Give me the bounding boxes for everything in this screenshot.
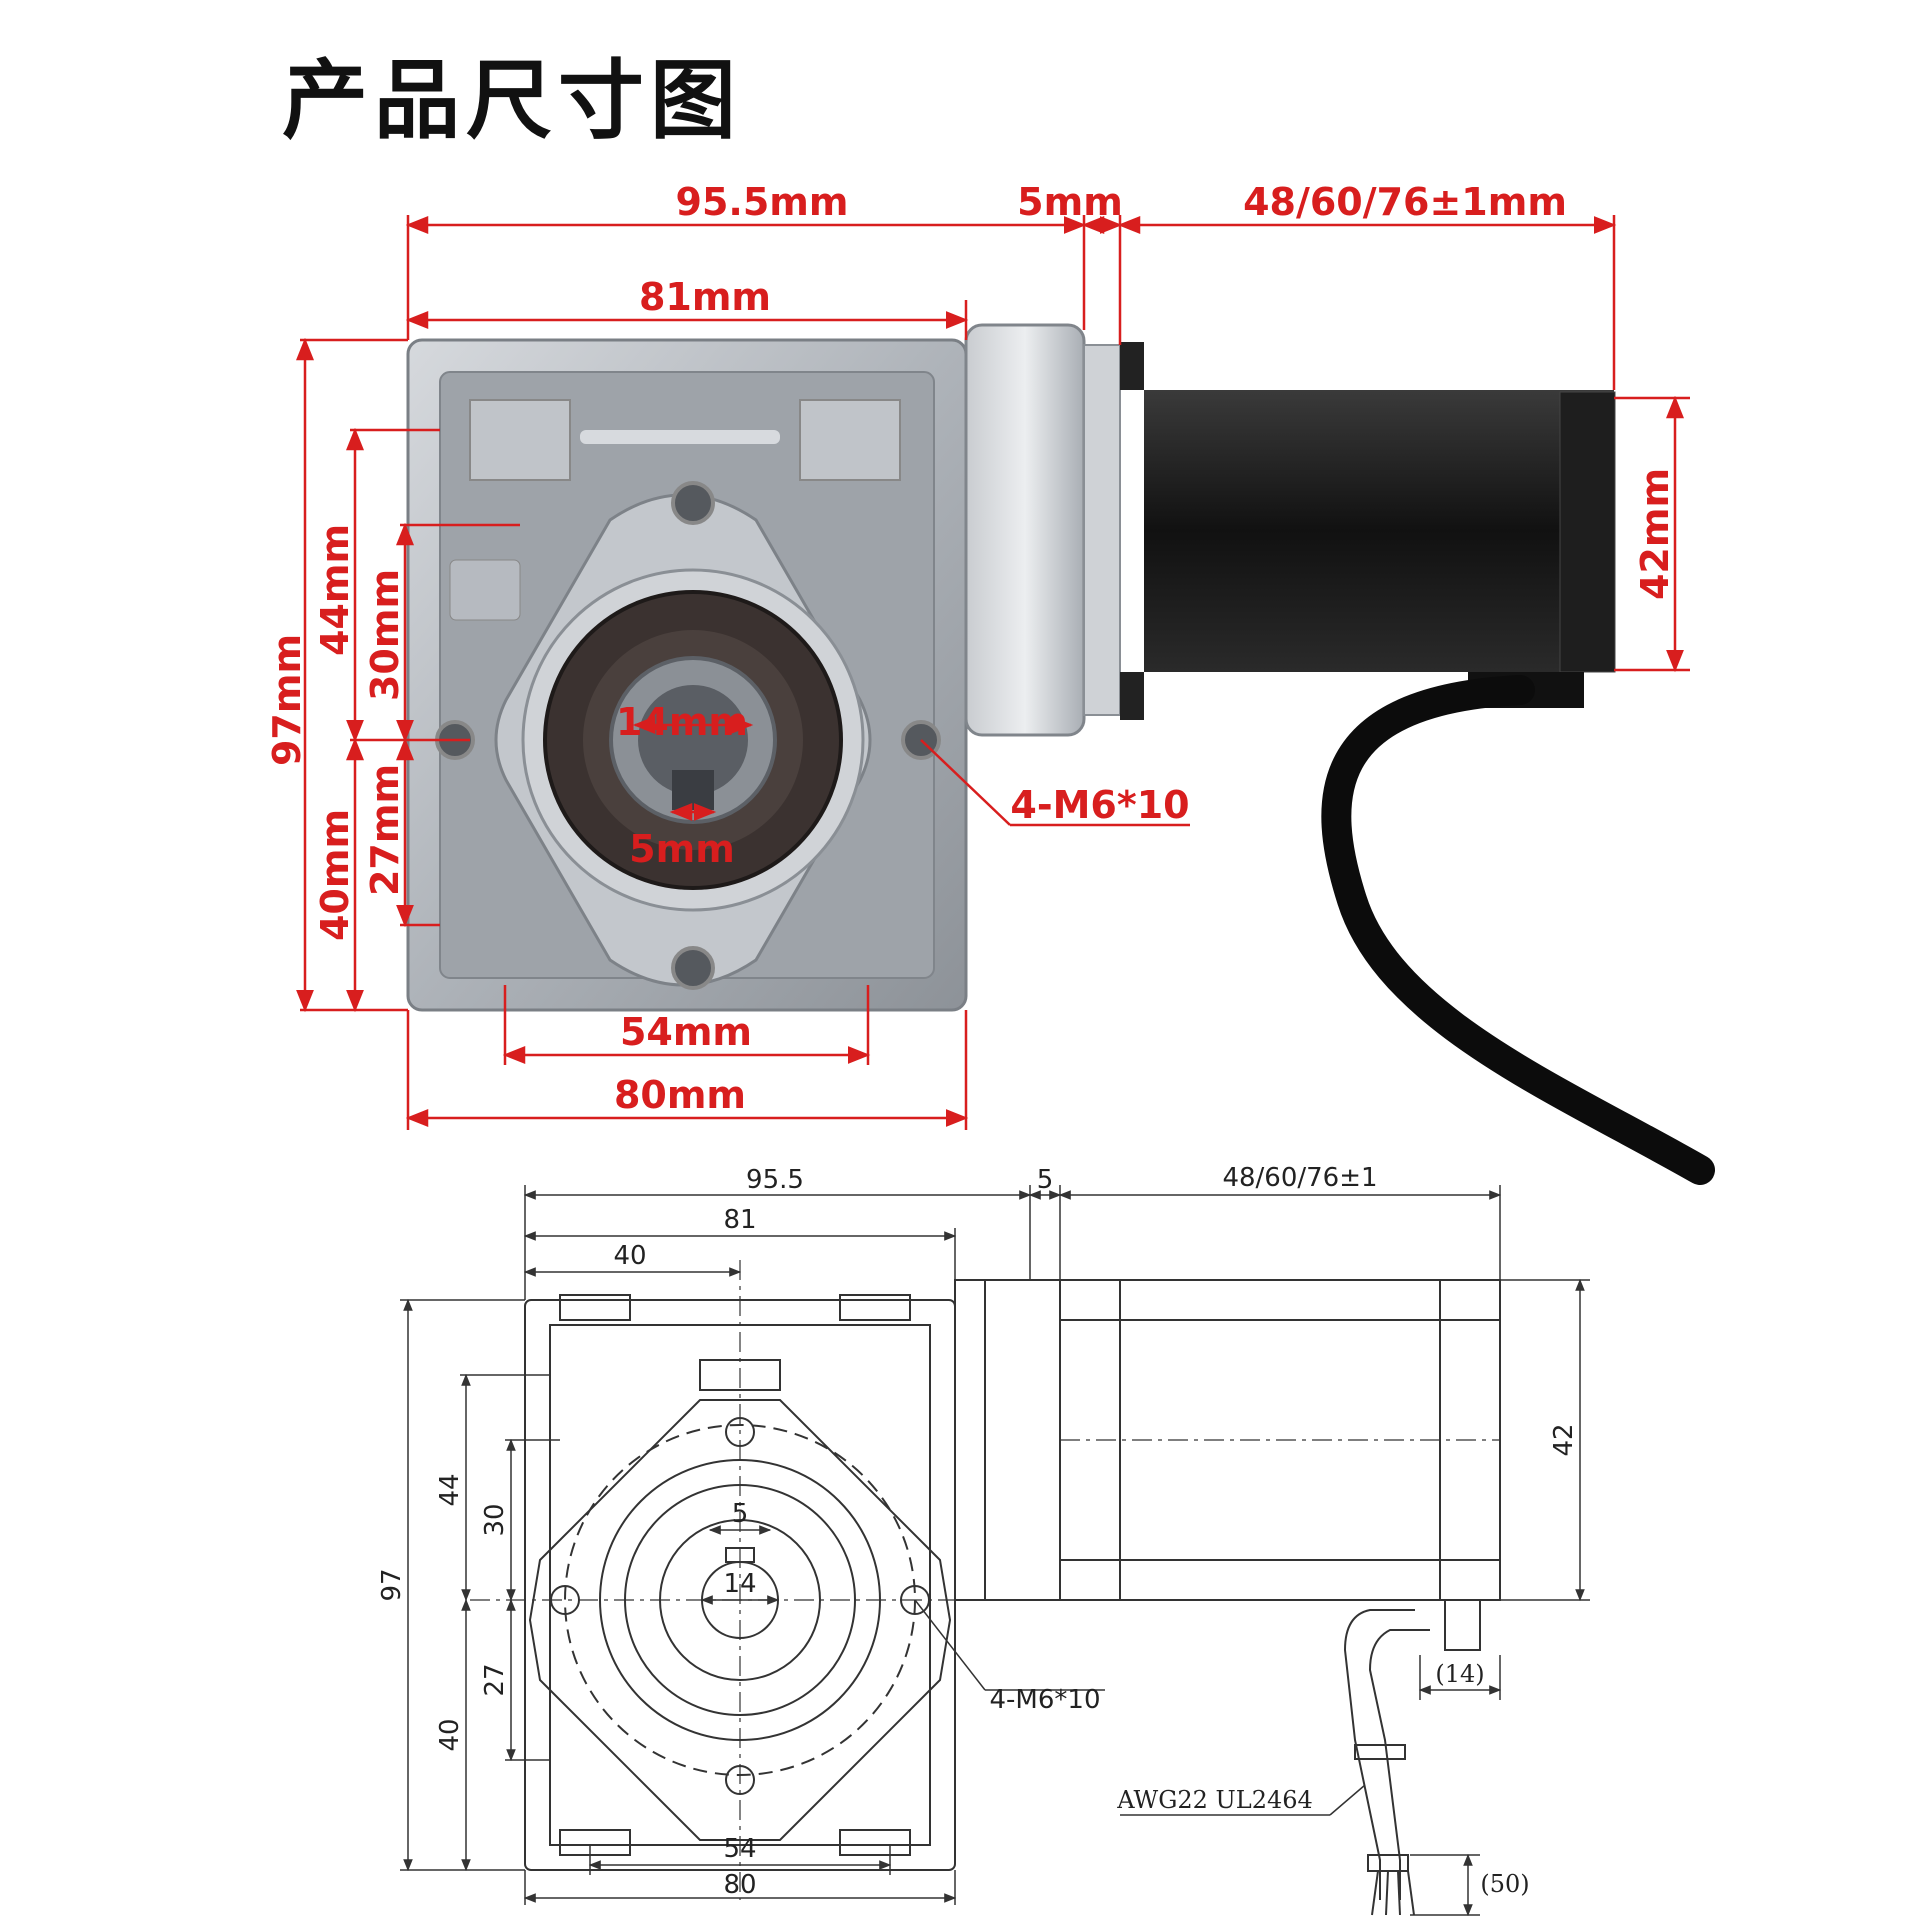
photo-dimension-lines (296, 215, 1690, 1130)
drawing-flange: 5 (1037, 1165, 1054, 1195)
dim-h40: 40mm (313, 809, 357, 941)
dim-total-length: 95.5mm (676, 180, 849, 224)
dim-key: 5mm (629, 827, 735, 871)
drawing-key: 5 (732, 1499, 749, 1529)
dim-bore: 14mm (616, 700, 748, 744)
stepper-motor (1144, 390, 1614, 672)
motor-flange (964, 323, 1086, 737)
drawing-dimension-lines (400, 1185, 1590, 1917)
mount-hole-icon (671, 481, 715, 525)
drawing-width-40: 40 (613, 1241, 646, 1271)
drawing-base-80: 80 (723, 1870, 756, 1900)
drawing-cable-14: (14) (1435, 1660, 1484, 1688)
dim-width-top: 81mm (639, 275, 771, 319)
drawing-h27: 27 (480, 1663, 510, 1696)
dim-base-54: 54mm (620, 1010, 752, 1054)
drawing-holes: 4-M6*10 (990, 1685, 1101, 1715)
technical-drawing (470, 1260, 1501, 1916)
drawing-total-length: 95.5 (746, 1165, 804, 1195)
motor-cable (1321, 675, 1715, 1185)
drawing-h30: 30 (480, 1503, 510, 1536)
dim-base-80: 80mm (614, 1073, 746, 1117)
dim-motor-42: 42mm (1633, 468, 1677, 600)
mount-hole-icon (671, 946, 715, 990)
drawing-h44: 44 (435, 1473, 465, 1506)
dim-flange: 5mm (1017, 180, 1123, 224)
drawing-cable-spec: AWG22 UL2464 (1116, 1786, 1313, 1814)
drawing-h40: 40 (435, 1718, 465, 1751)
drawing-h97: 97 (377, 1568, 407, 1601)
dim-h44: 44mm (313, 524, 357, 656)
drawing-bore: 14 (723, 1569, 756, 1599)
dim-height-97: 97mm (265, 634, 309, 766)
dim-h30: 30mm (363, 569, 407, 701)
drawing-motor-42: 42 (1549, 1423, 1579, 1456)
drawing-motor-length: 48/60/76±1 (1222, 1163, 1377, 1193)
dim-h27: 27mm (363, 764, 407, 896)
dim-holes: 4-M6*10 (1010, 783, 1189, 827)
page-title: 产品尺寸图 (282, 50, 742, 151)
drawing-base-54: 54 (723, 1834, 756, 1864)
gearbox-photo (406, 323, 1715, 1185)
drawing-width-81: 81 (723, 1205, 756, 1235)
dim-motor-length: 48/60/76±1mm (1243, 180, 1567, 224)
drawing-lead-50: (50) (1480, 1870, 1529, 1898)
